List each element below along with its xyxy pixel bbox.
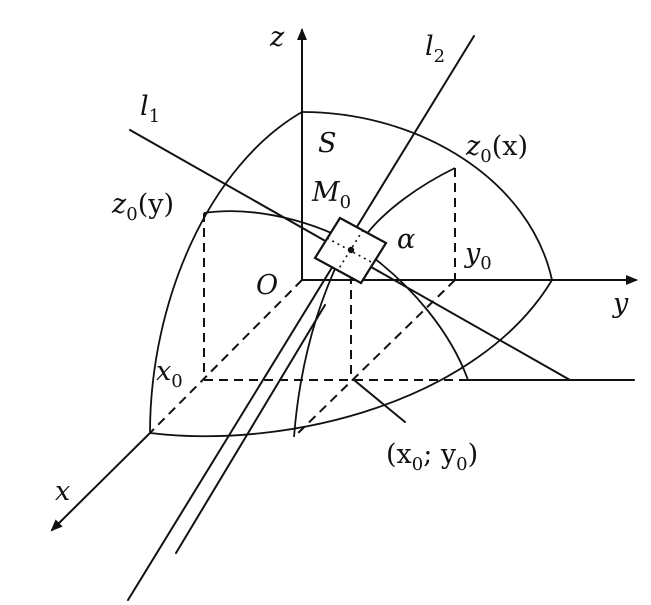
label-z0x: z0(x) [465,131,528,167]
label-y0: y0 [464,238,492,274]
label-x0: x0 [156,356,183,392]
curve-tangent-lower [175,304,326,554]
label-alpha: α [397,224,415,255]
plane-grid-line-1 [326,237,374,264]
label-x: x [55,476,70,507]
x-axis [50,432,151,532]
label-S: S [318,128,337,159]
surface-edge-xy [149,279,553,438]
label-l2: l2 [425,31,445,67]
dash-y0-diagonal [293,279,456,438]
label-y: y [612,288,629,319]
section-curve-zy-lower [293,257,341,438]
pointer-x0y0 [353,379,406,423]
label-z0y: z0(y) [111,189,174,225]
point-m0 [347,246,355,254]
section-curve-zy-upper [365,167,456,236]
label-O: O [256,270,278,301]
label-l1: l1 [140,91,160,127]
label-z: z [269,22,285,53]
x-axis-hidden [149,279,303,434]
surface-edge-yz [301,111,553,281]
label-x0y0: (x0; y0) [386,439,478,475]
plane-grid-line-2 [337,229,364,271]
label-M0: M0 [311,177,351,213]
tangent-line-l2 [127,35,475,601]
surface-edge-xz [149,111,303,434]
